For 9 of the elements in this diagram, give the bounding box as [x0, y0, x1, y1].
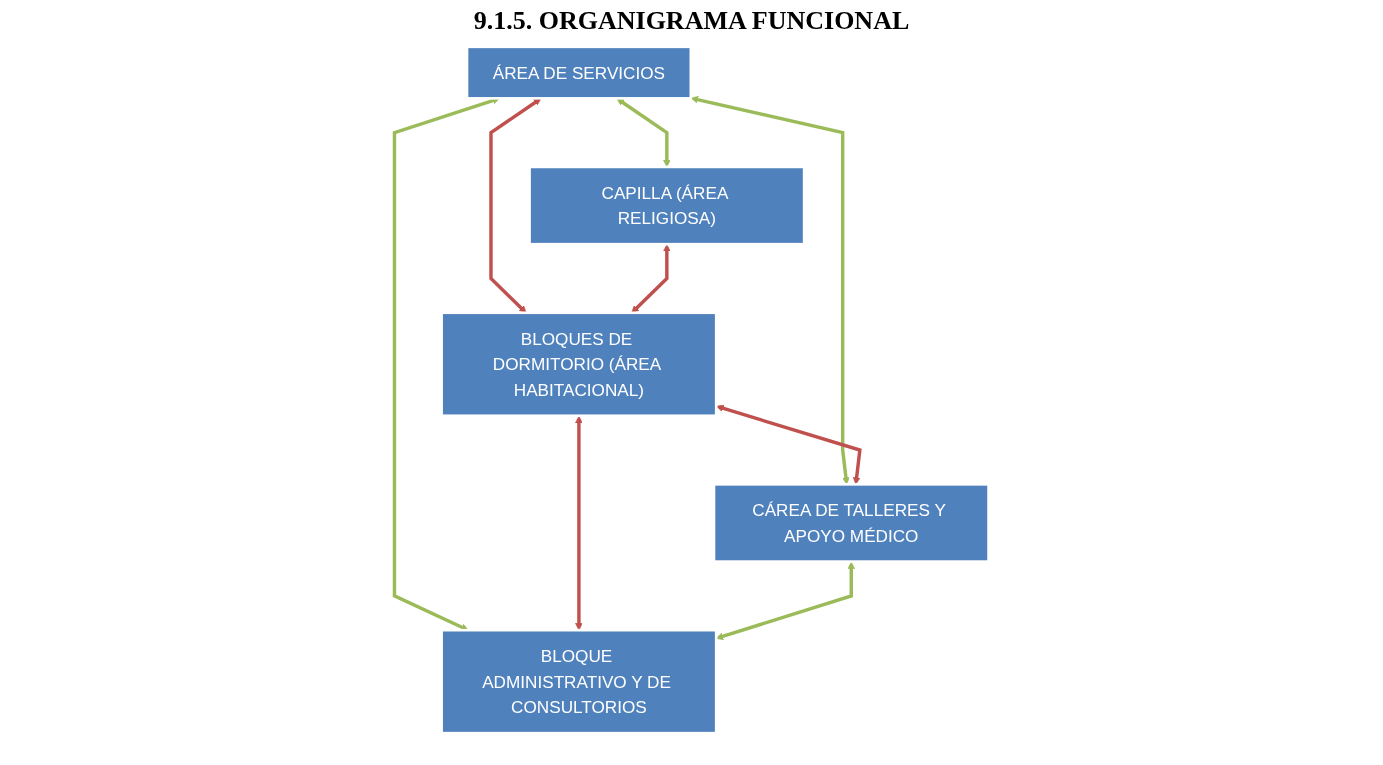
node-box: BLOQUES DE DORMITORIO (ÁREA HABITACIONAL) — [440, 311, 718, 418]
diagram-title: 9.1.5. ORGANIGRAMA FUNCIONAL — [472, 6, 911, 36]
node-box: ÁREA DE SERVICIOS — [465, 45, 693, 100]
arrow — [575, 415, 583, 631]
arrow — [716, 404, 862, 485]
node-box: CAPILLA (ÁREA RELIGIOSA) — [528, 165, 806, 246]
node-box: BLOQUE ADMINISTRATIVO Y DE CONSULTORIOS — [440, 628, 718, 735]
arrow — [690, 95, 850, 485]
node-box: CÁREA DE TALLERES Y APOYO MÉDICO — [712, 483, 990, 563]
